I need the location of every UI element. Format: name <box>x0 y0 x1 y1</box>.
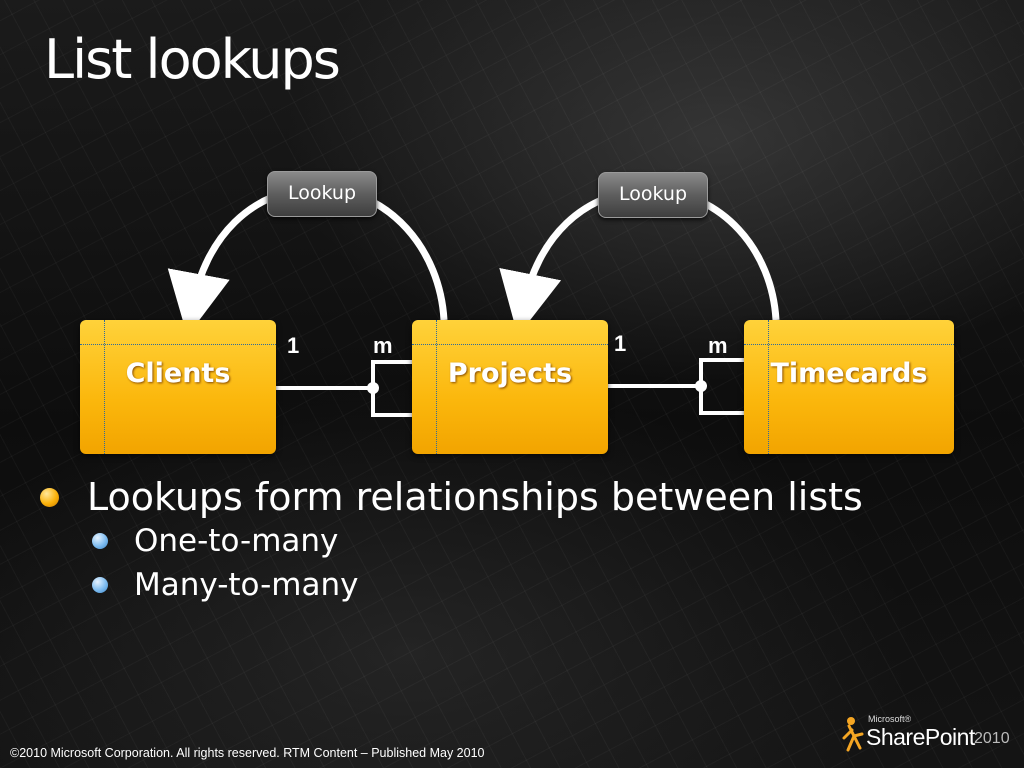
list-label-projects: Projects <box>447 358 573 389</box>
connector-projects-timecards <box>608 358 744 415</box>
list-guide-vertical <box>436 320 437 454</box>
list-label-timecards: Timecards <box>770 358 928 389</box>
list-guide-horizontal <box>80 344 276 345</box>
list-guide-horizontal <box>412 344 608 345</box>
sub-bullet-text: Many-to-many <box>134 567 359 603</box>
bullet-item: Lookups form relationships between lists <box>40 475 863 519</box>
cardinality-many: m <box>373 333 393 358</box>
cardinality-many: m <box>708 333 728 358</box>
connector-clients-projects <box>276 360 412 417</box>
logo-company: Microsoft® <box>868 714 912 724</box>
logo-product: SharePoint <box>866 724 975 750</box>
sharepoint-figure-icon <box>842 717 864 752</box>
list-box-timecards: Timecards <box>744 320 954 454</box>
slide-title: List lookups <box>44 28 341 91</box>
footer-copyright: ©2010 Microsoft Corporation. All rights … <box>10 746 485 760</box>
lookup-label-2: Lookup <box>598 172 708 218</box>
bullet-list: Lookups form relationships between lists… <box>40 475 863 611</box>
list-label-clients: Clients <box>125 358 231 389</box>
blue-bullet-icon <box>92 533 108 549</box>
sub-bullet-text: One-to-many <box>134 523 339 559</box>
connector-joint-dot <box>695 380 707 392</box>
cardinality-one: 1 <box>614 331 627 356</box>
sharepoint-logo: Microsoft® SharePoint 2010 <box>834 712 1014 752</box>
sub-bullet-item: One-to-many <box>92 523 863 559</box>
orange-bullet-icon <box>40 487 59 507</box>
lookup-label-1: Lookup <box>267 171 377 217</box>
list-box-projects: Projects <box>412 320 608 454</box>
list-guide-vertical <box>768 320 769 454</box>
logo-year: 2010 <box>974 730 1010 747</box>
list-guide-horizontal <box>744 344 954 345</box>
list-box-clients: Clients <box>80 320 276 454</box>
connector-joint-dot <box>367 382 379 394</box>
blue-bullet-icon <box>92 577 108 593</box>
list-guide-vertical <box>104 320 105 454</box>
sub-bullet-item: Many-to-many <box>92 567 863 603</box>
cardinality-one: 1 <box>287 333 300 358</box>
bullet-text: Lookups form relationships between lists <box>87 475 863 519</box>
